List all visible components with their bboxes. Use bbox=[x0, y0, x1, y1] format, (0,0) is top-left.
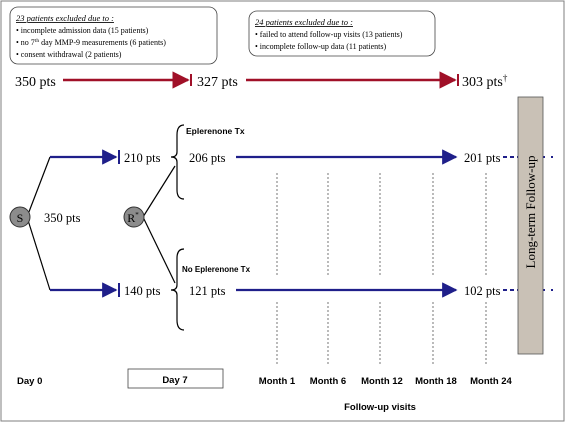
total-day7-label: 327 pts bbox=[197, 75, 238, 90]
timeline-month-18: Month 18 bbox=[415, 376, 457, 387]
timeline-day7: Day 7 bbox=[162, 375, 187, 386]
screening-count: 350 pts bbox=[44, 211, 81, 225]
day7-box bbox=[127, 368, 224, 389]
arm-no-eplerenone-month24: 102 pts bbox=[464, 284, 501, 298]
long-term-followup-label: Long-term Follow-up bbox=[523, 155, 538, 268]
arm-eplerenone-randomized: 210 pts bbox=[124, 151, 161, 165]
total-start-label: 350 pts bbox=[15, 75, 56, 90]
brace-eplerenone bbox=[170, 124, 185, 200]
arm-no-eplerenone-label: No Eplerenone Tx bbox=[182, 265, 251, 274]
screen-branch-upper bbox=[26, 156, 51, 218]
brace-no-eplerenone bbox=[170, 248, 185, 331]
timeline-caption: Follow-up visits bbox=[344, 402, 416, 413]
total-end-label: 303 pts† bbox=[462, 73, 508, 90]
long-term-followup-bar bbox=[517, 96, 544, 355]
randomization-node bbox=[123, 206, 145, 228]
excluded-box-1-item-3: • consent withdrawal (2 patients) bbox=[16, 50, 122, 59]
excluded-box-1-item-2: • no 7th day MMP-9 measurements (6 patie… bbox=[16, 38, 166, 47]
rand-branch-upper bbox=[142, 165, 176, 218]
screening-node bbox=[9, 206, 31, 228]
timeline-month-12: Month 12 bbox=[361, 376, 403, 387]
excluded-box-2-title: 24 patients excluded due to : bbox=[255, 17, 353, 27]
arm-no-eplerenone-randomized: 140 pts bbox=[124, 284, 161, 298]
excluded-box-2-item-2: • incomplete follow-up data (11 patients… bbox=[255, 42, 386, 51]
excluded-box-2: 24 patients excluded due to : • failed t… bbox=[248, 10, 436, 57]
screening-node-label: S bbox=[17, 211, 24, 225]
arm-no-eplerenone-day7: 121 pts bbox=[189, 284, 226, 298]
randomization-node-label: R* bbox=[127, 211, 139, 225]
timeline-month-1: Month 1 bbox=[259, 376, 296, 387]
excluded-box-1-title: 23 patients excluded due to : bbox=[16, 13, 114, 23]
timeline-month-24: Month 24 bbox=[470, 376, 512, 387]
excluded-box-2-item-1: • failed to attend follow-up visits (13 … bbox=[255, 30, 403, 39]
excluded-box-1: 23 patients excluded due to : • incomple… bbox=[9, 6, 218, 65]
excluded-box-1-item-1: • incomplete admission data (15 patients… bbox=[16, 26, 149, 35]
visit-guides bbox=[276, 173, 487, 366]
arm-eplerenone-month24: 201 pts bbox=[464, 151, 501, 165]
timeline-month-6: Month 6 bbox=[310, 376, 346, 387]
arm-eplerenone-day7: 206 pts bbox=[189, 151, 226, 165]
arm-eplerenone-label: Eplerenone Tx bbox=[186, 126, 245, 136]
rand-branch-lower bbox=[142, 216, 176, 284]
timeline-day0: Day 0 bbox=[17, 376, 42, 387]
screen-branch-lower bbox=[26, 216, 51, 291]
